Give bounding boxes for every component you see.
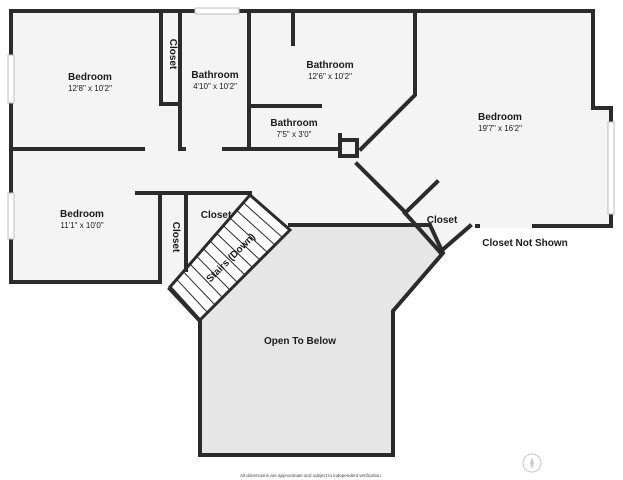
chase — [338, 138, 359, 158]
compass-ring — [522, 453, 542, 473]
wall-bedroom2-diag — [354, 161, 406, 213]
closet-4-name: Closet — [427, 215, 458, 226]
bedroom-1-name: Bedroom — [68, 72, 112, 83]
bathroom-1-name: Bathroom — [191, 70, 238, 81]
stair-tread — [209, 240, 246, 276]
stairs-down[interactable] — [167, 192, 293, 323]
walls — [9, 9, 613, 457]
window-bedroom-2 — [607, 121, 615, 215]
closet-not-shown-label: Closet Not Shown — [482, 238, 568, 249]
bedroom-2-dims: 19'7" x 16'2" — [478, 124, 522, 133]
compass-needle — [530, 457, 534, 469]
closet-3-name: Closet — [201, 210, 232, 221]
compass-icon — [522, 453, 542, 473]
wall-bath2-right — [358, 9, 417, 152]
open-to-below-label: Open To Below — [264, 336, 336, 347]
wall-closet-1 — [159, 9, 182, 106]
wall-closet-bedroom2-c — [437, 223, 473, 255]
wall-closet-bedroom2 — [402, 179, 440, 216]
stair-tread — [243, 202, 283, 238]
bathroom-3-dims: 7'5" x 3'0" — [277, 130, 312, 139]
stair-tread — [196, 255, 231, 291]
openings — [134, 146, 532, 229]
bedroom-3-name: Bedroom — [60, 209, 104, 220]
bathroom-1-dims: 4'10" x 10'2" — [193, 82, 237, 91]
stair-tread — [189, 263, 223, 298]
disclaimer-text: All dimensions are approximate and subje… — [240, 473, 382, 478]
window-bedroom-3 — [7, 192, 15, 240]
wall-closet-bedroom2-b — [402, 210, 443, 255]
closet-2-name: Closet — [170, 222, 181, 253]
bedroom-1-dims: 12'8" x 10'2" — [68, 84, 112, 93]
stair-tread — [229, 217, 268, 253]
open-below-wall — [167, 223, 446, 457]
bathroom-3-name: Bathroom — [270, 118, 317, 129]
bathroom-2-dims: 12'6" x 10'2" — [308, 72, 352, 81]
stair-treads — [176, 202, 283, 313]
stair-tread — [236, 209, 276, 246]
bedroom-2-name: Bedroom — [478, 112, 522, 123]
windows — [7, 7, 615, 240]
open-to-below-area — [200, 225, 440, 455]
bedroom-3-dims: 11'1" x 10'0" — [60, 221, 103, 230]
stair-tread — [216, 232, 253, 268]
window-bathroom-1 — [194, 7, 240, 15]
closet-1-name: Closet — [167, 39, 178, 70]
window-bedroom-1 — [7, 54, 15, 104]
stair-tread — [182, 271, 216, 306]
stair-tread — [202, 248, 238, 283]
stair-tread — [222, 225, 261, 261]
bathroom-2-name: Bathroom — [306, 60, 353, 71]
stair-tread — [176, 278, 208, 313]
floor-layer — [11, 11, 611, 455]
exterior-wall — [9, 9, 613, 228]
